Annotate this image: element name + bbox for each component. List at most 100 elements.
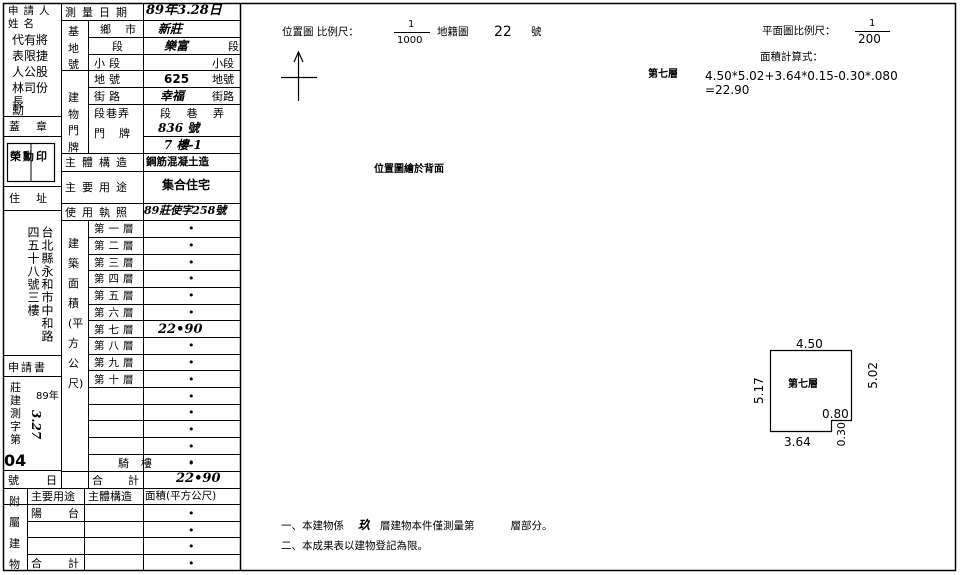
floor-area-value: • bbox=[188, 390, 195, 403]
street-label: 街路 bbox=[94, 90, 124, 103]
subsection-suffix: 小段 bbox=[212, 57, 234, 70]
calc-line-2: =22.90 bbox=[705, 83, 750, 97]
plan-scale-label: 平面圖比例尺： bbox=[762, 25, 836, 37]
cadastral-no: 22 bbox=[494, 24, 512, 40]
dim-notch-width: 0.80 bbox=[822, 407, 849, 421]
section-value: 樂富 bbox=[164, 39, 189, 53]
lot-label: 地號 bbox=[94, 73, 124, 86]
floor-area-value: • bbox=[188, 306, 195, 319]
calc-floor-label: 第七層 bbox=[648, 69, 678, 80]
alley-label: 段巷弄 bbox=[94, 107, 130, 120]
usage-label: 主要用途 bbox=[65, 181, 133, 194]
floor-area-value: • bbox=[188, 339, 195, 352]
floor-area-value: • bbox=[188, 289, 195, 302]
applicant-name-line-5: 長 bbox=[12, 95, 25, 109]
floor-label: 第十層 bbox=[94, 374, 138, 386]
note-1: 一、本建物係 玖層建物本件僅測量第 層部分。 bbox=[281, 519, 553, 532]
floor-area-value: • bbox=[188, 256, 195, 269]
floor-label: 第五層 bbox=[94, 290, 138, 302]
survey-date-label: 測量日期 bbox=[65, 6, 133, 19]
floor-label: 第一層 bbox=[94, 223, 138, 235]
floor-label: 第六層 bbox=[94, 307, 138, 319]
floor-label: 第四層 bbox=[94, 273, 138, 285]
subsection-label: 小段 bbox=[94, 57, 124, 70]
floor-area-value: • bbox=[188, 356, 195, 369]
section-label: 段 bbox=[112, 40, 123, 53]
address-text: 台北縣永和市中和路四五十八號三樓 bbox=[26, 226, 54, 343]
door-value-1: 836 號 bbox=[158, 121, 200, 135]
note-1-middle: 層建物本件僅測量第 bbox=[380, 520, 475, 532]
township-value: 新莊 bbox=[158, 22, 183, 36]
usage-value: 集合住宅 bbox=[162, 178, 211, 192]
calc-line-1: 4.50*5.02+3.64*0.15-0.30*.080 bbox=[705, 69, 898, 83]
total-label-1: 合 bbox=[92, 474, 103, 487]
arcade-value: • bbox=[188, 456, 195, 469]
note-1-suffix: 層部分。 bbox=[510, 520, 553, 532]
dim-notch-height: 0.30 bbox=[835, 422, 848, 447]
floor-area-value: • bbox=[188, 440, 195, 453]
street-value: 幸福 bbox=[160, 89, 185, 103]
alley-value: 段 巷 弄 bbox=[160, 107, 230, 120]
floor-area-value: • bbox=[188, 272, 195, 285]
annex-value-3: • bbox=[188, 540, 195, 553]
floor-area-value: • bbox=[188, 423, 195, 436]
applicant-name-line-1: 代有將 bbox=[12, 33, 49, 47]
app-year: 89年 bbox=[36, 391, 59, 402]
license-value: 89莊使字258號 bbox=[144, 204, 227, 217]
applicant-label: 申請人姓名 bbox=[8, 5, 55, 30]
plan-floor-label: 第七層 bbox=[788, 379, 818, 390]
area-label: 建築面積(平方公尺) bbox=[68, 237, 84, 390]
app-number: 04 bbox=[4, 451, 27, 470]
floor-area-value: • bbox=[188, 457, 195, 470]
floor-label: 第二層 bbox=[94, 240, 138, 252]
annex-value-4: • bbox=[188, 557, 195, 570]
floor-area-value: • bbox=[188, 222, 195, 235]
lot-value: 625 bbox=[164, 72, 190, 86]
app-day-label: 日 bbox=[46, 474, 57, 487]
applicant-name-line-6: 勳 bbox=[12, 103, 25, 117]
building-label: 建物門牌 bbox=[68, 91, 79, 154]
annex-value-1: • bbox=[188, 507, 195, 520]
app-date: 3.27 bbox=[29, 410, 43, 440]
floor-label: 第三層 bbox=[94, 257, 138, 269]
location-scale-num: 1 bbox=[408, 19, 415, 30]
floor-label: 第七層 bbox=[94, 324, 138, 336]
floor-label: 第九層 bbox=[94, 357, 138, 369]
annex-total-label: 合計 bbox=[31, 557, 105, 570]
plan-scale-den: 200 bbox=[858, 32, 881, 46]
annex-structure-label: 主體構造 bbox=[88, 490, 132, 503]
calc-label: 面積計算式： bbox=[760, 51, 823, 63]
floor-area-value: • bbox=[188, 406, 195, 419]
dim-right: 5.02 bbox=[866, 362, 880, 389]
total-value: 22•90 bbox=[176, 471, 221, 486]
dim-top: 4.50 bbox=[796, 337, 823, 351]
plan-scale-num: 1 bbox=[869, 18, 876, 29]
floor-area-value: • bbox=[188, 239, 195, 252]
note-1-prefix: 一、本建物係 bbox=[281, 520, 344, 532]
annex-label: 附屬建物 bbox=[9, 495, 20, 571]
app-no-label-1: 莊 bbox=[10, 381, 21, 394]
app-no-label-5: 第 bbox=[10, 433, 21, 446]
lot-suffix: 地號 bbox=[212, 73, 234, 86]
street-suffix: 街路 bbox=[212, 90, 234, 103]
arcade-label: 騎樓 bbox=[118, 457, 164, 470]
app-no-label-4: 字 bbox=[10, 420, 21, 433]
annex-row-balcony: 陽台 bbox=[31, 507, 105, 520]
structure-label: 主體構造 bbox=[65, 156, 133, 169]
applicant-name-line-4: 林司份 bbox=[12, 81, 49, 95]
note-1-floors: 玖 bbox=[358, 518, 371, 532]
total-label-2: 計 bbox=[128, 474, 139, 487]
applicant-name-line-2: 表限捷 bbox=[12, 49, 49, 63]
cadastral-label: 地籍圖 bbox=[437, 26, 469, 38]
base-label: 基地號 bbox=[68, 25, 79, 71]
location-scale-label: 位置圖 比例尺： bbox=[282, 26, 359, 38]
location-scale-den: 1000 bbox=[397, 35, 423, 46]
dim-bottom: 3.64 bbox=[784, 435, 811, 449]
door-label: 門牌 bbox=[94, 127, 144, 140]
application-label: 申請書 bbox=[8, 361, 47, 374]
app-no-suffix: 號 bbox=[8, 474, 19, 487]
annex-value-2: • bbox=[188, 524, 195, 537]
address-label: 住址 bbox=[9, 192, 63, 205]
section-suffix: 段 bbox=[228, 40, 239, 53]
floor-area-value: • bbox=[188, 373, 195, 386]
